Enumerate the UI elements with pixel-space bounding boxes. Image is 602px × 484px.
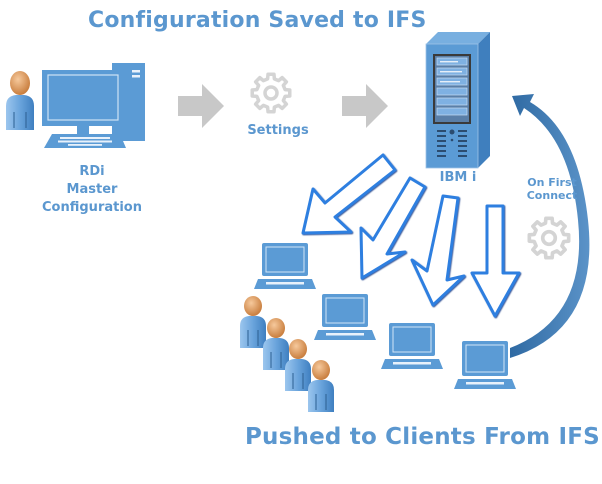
server-tower-icon (425, 32, 490, 169)
settings-label: Settings (247, 123, 309, 138)
master-label: RDi Master Configuration (42, 163, 142, 217)
desktop-computer-icon (42, 63, 145, 148)
right-arrow-icon (178, 84, 224, 128)
laptop-icon (381, 323, 443, 369)
laptop-icon (454, 341, 516, 389)
return-label: On First Connect (518, 176, 586, 202)
title-top: Configuration Saved to IFS (88, 8, 427, 33)
person-icon (262, 317, 290, 371)
laptop-icon (314, 294, 376, 340)
outline-arrow-icon (301, 153, 397, 235)
gear-icon (527, 216, 571, 260)
person-icon (6, 71, 34, 130)
outline-arrow-icon (410, 194, 466, 307)
return-label-line-2: Connect (526, 189, 578, 202)
person-icon (239, 295, 267, 349)
gear-outline (527, 216, 571, 260)
gear-hub (263, 85, 279, 101)
laptop-icon (254, 243, 316, 289)
outline-arrow-icon (470, 204, 521, 318)
outline-arrow-icon (359, 176, 427, 280)
gear-hub (540, 229, 558, 247)
title-bottom: Pushed to Clients From IFS (245, 424, 600, 450)
gear-outline (250, 72, 292, 114)
master-label-line-3: Configuration (42, 200, 142, 215)
user-group-icon (239, 295, 335, 413)
return-label-line-1: On First (527, 176, 577, 189)
master-label-line-2: Master (66, 182, 118, 197)
master-label-line-1: RDi (79, 164, 105, 179)
gear-icon (250, 72, 292, 114)
server-label: IBM i (439, 170, 477, 185)
person-icon (307, 359, 335, 413)
right-arrow-icon (342, 84, 388, 128)
